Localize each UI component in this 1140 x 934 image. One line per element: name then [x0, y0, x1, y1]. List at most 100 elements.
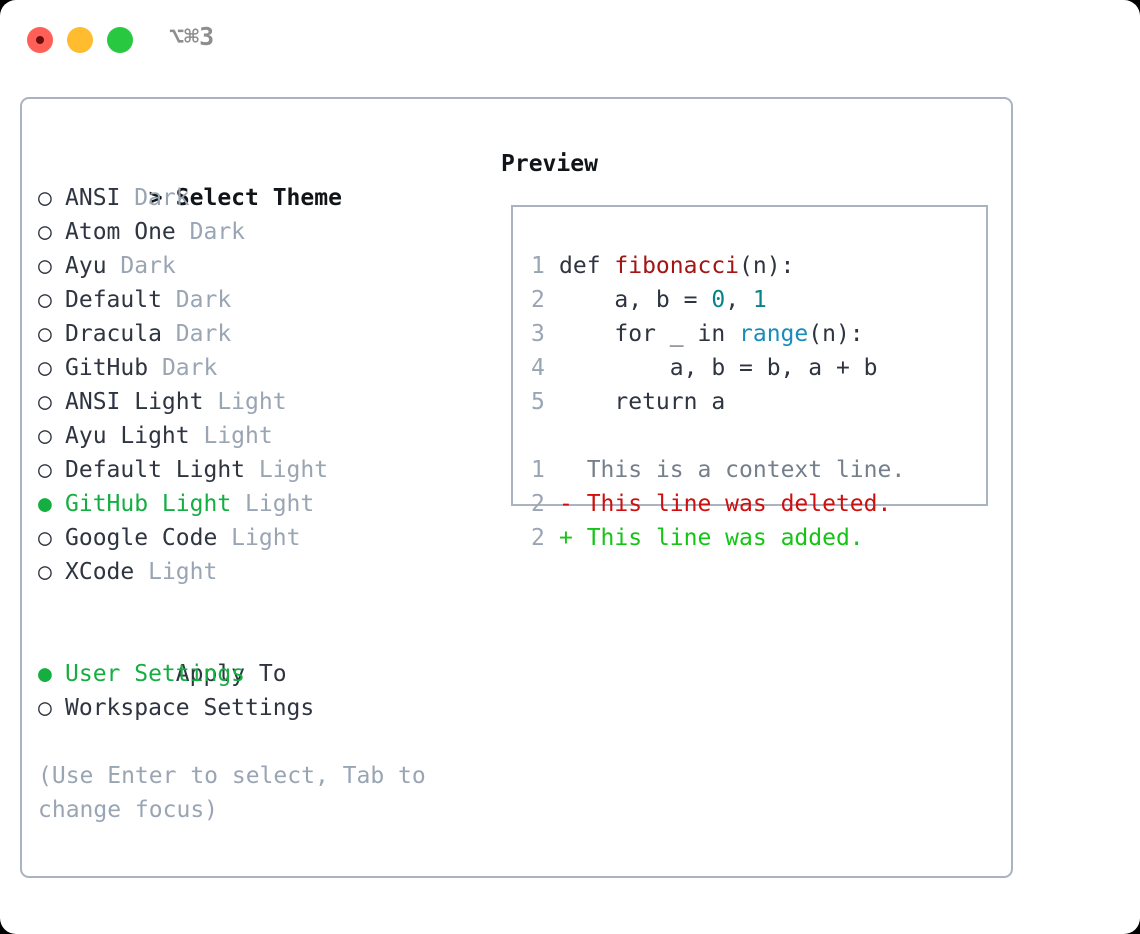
theme-option-ayu-light[interactable]: ○ Ayu Light Light: [38, 419, 488, 453]
apply-to-header-label: Apply To: [175, 661, 287, 687]
theme-option-label: XCode: [65, 559, 135, 585]
theme-option-label: Ayu: [65, 253, 107, 279]
code-token-builtin: range: [739, 321, 809, 347]
diff-lines: 1 This is a context line.2- This line wa…: [531, 453, 981, 555]
radio-unselected-icon: ○: [38, 695, 66, 721]
theme-list: ○ ANSI Dark○ Atom One Dark○ Ayu Dark○ De…: [38, 181, 488, 589]
radio-unselected-icon: ○: [38, 287, 66, 313]
code-token-kw: for _ in: [559, 321, 740, 347]
theme-list-header: > Select Theme: [38, 147, 488, 211]
diff-line-del: 2- This line was deleted.: [531, 487, 981, 521]
radio-unselected-icon: ○: [38, 253, 66, 279]
theme-option-ayu[interactable]: ○ Ayu Dark: [38, 249, 488, 283]
theme-variant-label: Dark: [161, 321, 232, 347]
line-number: 5: [531, 389, 545, 415]
theme-option-label: ANSI: [65, 185, 121, 211]
radio-unselected-icon: ○: [38, 559, 66, 585]
theme-option-label: Default: [65, 287, 162, 313]
theme-variant-label: Light: [134, 559, 218, 585]
line-number: 3: [531, 321, 545, 347]
theme-option-github[interactable]: ○ GitHub Dark: [38, 351, 488, 385]
theme-option-ansi[interactable]: ○ ANSI Dark: [38, 181, 488, 215]
header-caret-icon: >: [148, 185, 177, 211]
line-number: 4: [531, 355, 545, 381]
diff-line-add: 2+ This line was added.: [531, 521, 981, 555]
code-token-kw: a, b =: [559, 287, 712, 313]
apply-to-option-workspace-settings[interactable]: ○ Workspace Settings: [38, 691, 488, 725]
section-spacer: [38, 589, 488, 623]
apply-to-option-label: Workspace Settings: [65, 695, 315, 721]
diff-sign: -: [559, 491, 587, 517]
preview-title: Preview: [501, 151, 598, 177]
code-token-kw: ,: [725, 287, 753, 313]
theme-option-label: Atom One: [65, 219, 176, 245]
diff-sign: +: [559, 525, 587, 551]
theme-option-label: GitHub Light: [65, 491, 232, 517]
maximize-button[interactable]: [107, 27, 133, 53]
theme-variant-label: Dark: [175, 219, 246, 245]
radio-unselected-icon: ○: [38, 389, 66, 415]
diff-text: This line was deleted.: [586, 491, 892, 517]
apply-to-option-user-settings[interactable]: ● User Settings: [38, 657, 488, 691]
code-token-kw: def: [559, 253, 615, 279]
theme-option-label: Default Light: [65, 457, 246, 483]
code-line: 1 def fibonacci(n):: [531, 249, 981, 283]
diff-text: This is a context line.: [586, 457, 906, 483]
theme-variant-label: Dark: [120, 185, 190, 211]
code-line: 2 a, b = 0, 1: [531, 283, 981, 317]
minimize-button[interactable]: [67, 27, 93, 53]
theme-variant-label: Dark: [148, 355, 218, 381]
apply-to-options: ● User Settings○ Workspace Settings: [38, 657, 488, 725]
theme-option-ansi-light[interactable]: ○ ANSI Light Light: [38, 385, 488, 419]
apply-to-option-label: User Settings: [65, 661, 246, 687]
apply-to-header: Apply To: [38, 623, 488, 687]
theme-variant-label: Dark: [161, 287, 232, 313]
radio-unselected-icon: ○: [38, 423, 66, 449]
theme-variant-label: Light: [217, 525, 301, 551]
theme-option-label: ANSI Light: [65, 389, 204, 415]
line-number: 2: [531, 287, 545, 313]
keyboard-hint-text: (Use Enter to select, Tab to change focu…: [38, 763, 440, 823]
theme-picker-column: > Select Theme ○ ANSI Dark○ Atom One Dar…: [38, 147, 488, 725]
theme-option-github-light[interactable]: ● GitHub Light Light: [38, 487, 488, 521]
code-token-kw: return a: [559, 389, 726, 415]
theme-option-atom-one[interactable]: ○ Atom One Dark: [38, 215, 488, 249]
code-line: 4 a, b = b, a + b: [531, 351, 981, 385]
close-button[interactable]: [27, 27, 53, 53]
line-number: 2: [531, 491, 545, 517]
theme-option-label: Google Code: [65, 525, 218, 551]
theme-option-dracula[interactable]: ○ Dracula Dark: [38, 317, 488, 351]
title-bar: ⌥⌘3: [0, 0, 1140, 78]
code-diff-gap: [531, 419, 981, 453]
theme-variant-label: Light: [203, 389, 287, 415]
theme-variant-label: Light: [231, 491, 315, 517]
keyboard-shortcut-label: ⌥⌘3: [169, 22, 215, 51]
code-line: 3 for _ in range(n):: [531, 317, 981, 351]
code-token-kw: (n):: [739, 253, 795, 279]
code-token-kw: a, b = b, a + b: [559, 355, 878, 381]
line-number: 2: [531, 525, 545, 551]
theme-option-default[interactable]: ○ Default Dark: [38, 283, 488, 317]
theme-option-label: Ayu Light: [65, 423, 190, 449]
line-number: 1: [531, 253, 545, 279]
diff-line-ctx: 1 This is a context line.: [531, 453, 981, 487]
radio-unselected-icon: ○: [38, 355, 66, 381]
radio-unselected-icon: ○: [38, 185, 66, 211]
theme-option-xcode[interactable]: ○ XCode Light: [38, 555, 488, 589]
code-token-fn: fibonacci: [614, 253, 740, 279]
theme-list-header-label: Select Theme: [175, 185, 342, 211]
theme-option-google-code[interactable]: ○ Google Code Light: [38, 521, 488, 555]
radio-selected-icon: ●: [38, 491, 66, 517]
code-token-kw: (n):: [808, 321, 864, 347]
theme-variant-label: Light: [189, 423, 273, 449]
diff-sign: [559, 457, 587, 483]
radio-selected-icon: ●: [38, 661, 66, 687]
theme-option-label: Dracula: [65, 321, 162, 347]
theme-variant-label: Dark: [106, 253, 176, 279]
theme-option-default-light[interactable]: ○ Default Light Light: [38, 453, 488, 487]
code-token-num: 1: [752, 287, 767, 313]
main-panel: > Select Theme ○ ANSI Dark○ Atom One Dar…: [20, 97, 1013, 878]
theme-variant-label: Light: [245, 457, 329, 483]
